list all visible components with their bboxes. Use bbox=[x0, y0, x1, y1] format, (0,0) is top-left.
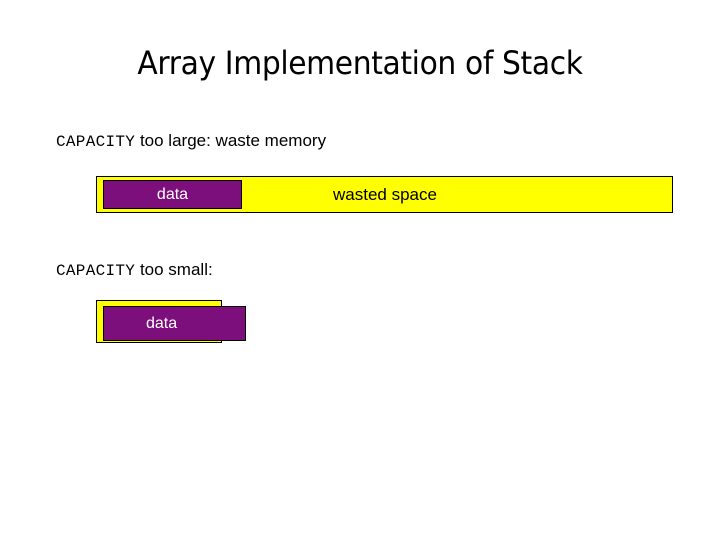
data-box-too-small: data bbox=[103, 306, 246, 341]
caption-capacity-too-small: CAPACITY too small: bbox=[56, 260, 213, 280]
page-title: Array Implementation of Stack bbox=[137, 44, 583, 82]
caption-capacity-keyword-small: CAPACITY bbox=[56, 262, 136, 280]
wasted-space-label: wasted space bbox=[333, 185, 437, 204]
caption-capacity-too-large: CAPACITY too large: waste memory bbox=[56, 131, 326, 151]
data-box-label-large: data bbox=[156, 185, 189, 203]
caption-capacity-text-small: too small: bbox=[135, 260, 213, 279]
caption-capacity-text-large: too large: waste memory bbox=[135, 131, 327, 150]
caption-capacity-keyword-large: CAPACITY bbox=[56, 133, 136, 151]
data-box-label-small: data bbox=[146, 314, 178, 332]
data-box-too-large: data bbox=[103, 180, 242, 209]
